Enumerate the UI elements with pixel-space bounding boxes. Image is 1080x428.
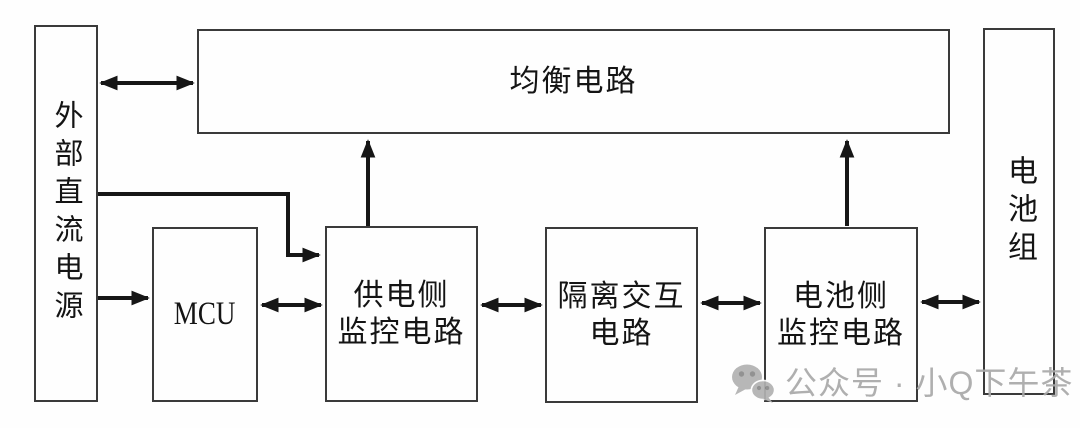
node-isolation-interface-label: 隔离交互 电路	[557, 280, 686, 350]
node-isolation-interface: 隔离交互 电路	[545, 227, 698, 403]
node-battery-side-monitor-label: 电池侧 监控电路	[777, 279, 905, 350]
node-supply-side-monitor-label: 供电侧 监控电路	[337, 279, 466, 349]
watermark-text: 公众号 · 小Q下午茶	[785, 365, 1074, 401]
node-mcu-label: MCU	[174, 296, 236, 332]
node-external-dc-power: 外部直流电源	[34, 25, 98, 402]
node-external-dc-power-label: 外部直流电源	[50, 99, 82, 328]
node-supply-side-monitor: 供电侧 监控电路	[325, 226, 478, 402]
node-balance-circuit: 均衡电路	[197, 29, 950, 134]
node-mcu: MCU	[152, 227, 258, 402]
edge-externaldc-supplyside	[98, 192, 321, 263]
node-balance-circuit-label: 均衡电路	[509, 65, 638, 98]
node-battery-pack-label: 电池组	[1003, 154, 1036, 269]
node-battery-side-monitor: 电池侧 监控电路	[764, 227, 918, 402]
watermark: 公众号 · 小Q下午茶	[730, 363, 1073, 403]
node-battery-pack: 电池组	[983, 28, 1055, 395]
wechat-icon	[732, 364, 776, 403]
